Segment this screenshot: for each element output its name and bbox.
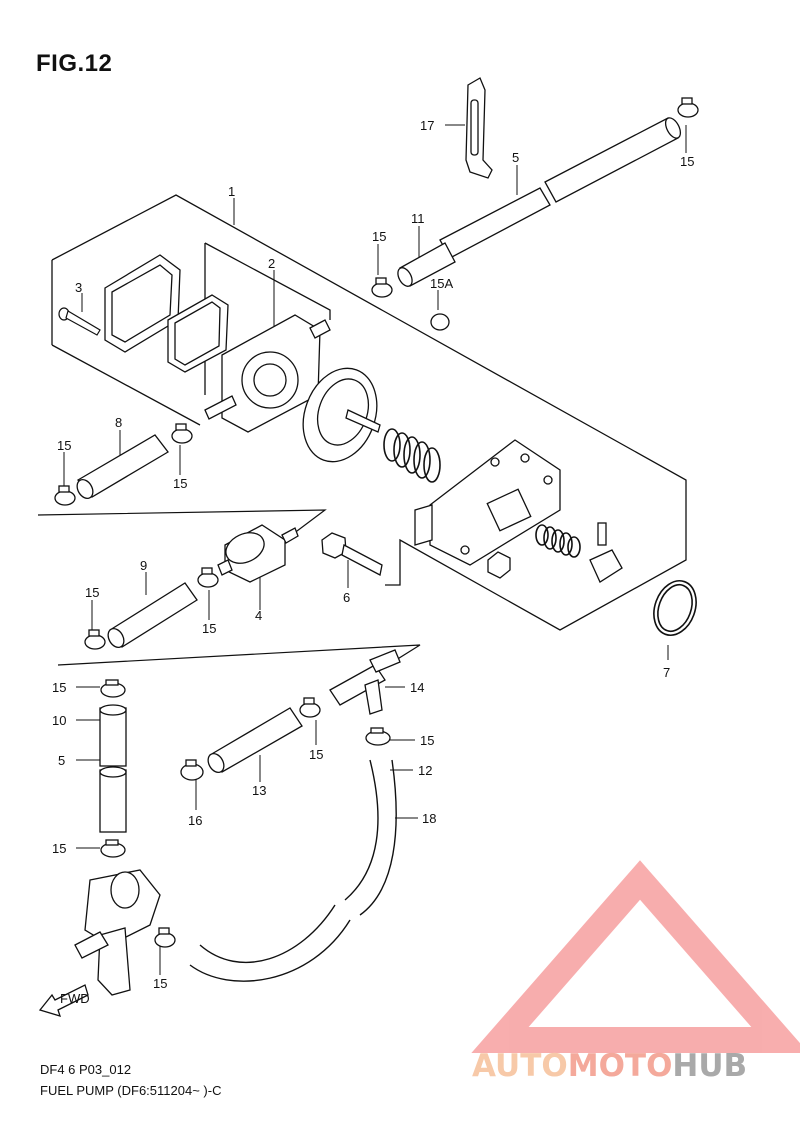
small-spring [535, 524, 581, 558]
part-15a-clip [430, 313, 450, 331]
fwd-label: FWD [60, 991, 90, 1006]
watermark-text: AUTOMOTOHUB [472, 1048, 747, 1084]
pump-cover-plates [104, 254, 229, 373]
part-3-screw [58, 307, 101, 336]
callout-15-j: 15 [420, 733, 434, 748]
fwd-arrow-icon [38, 984, 89, 1017]
part-17-bracket [465, 77, 493, 179]
callout-14: 14 [410, 680, 424, 695]
callout-1: 1 [228, 184, 235, 199]
callout-15a: 15A [430, 276, 453, 291]
callout-15-f: 15 [202, 621, 216, 636]
callout-15-c: 15 [57, 438, 71, 453]
part-12-18-long-hose [189, 759, 397, 982]
part-14-t-joint [329, 649, 401, 715]
callout-9: 9 [140, 558, 147, 573]
figure-title: FIG.12 [36, 50, 113, 77]
part-5-hose-lower [99, 766, 127, 833]
callout-labels: 1 2 3 4 5 5 6 7 8 9 10 11 12 13 14 15 15… [52, 118, 694, 991]
diagram-code: DF4 6 P03_012 [40, 1062, 132, 1077]
pump-body-block [204, 314, 331, 433]
callout-5-upper: 5 [512, 150, 519, 165]
callout-3: 3 [75, 280, 82, 295]
plunger [589, 522, 623, 583]
callout-11: 11 [411, 211, 425, 226]
spring [383, 428, 441, 483]
part-6-bolt [321, 532, 383, 576]
callout-15-h: 15 [52, 841, 66, 856]
callout-15-a: 15 [372, 229, 386, 244]
part-9-hose [107, 582, 198, 648]
callout-8: 8 [115, 415, 122, 430]
callout-18: 18 [422, 811, 436, 826]
callout-4: 4 [255, 608, 262, 623]
watermark-part-3: HUB [672, 1048, 748, 1084]
callout-12: 12 [418, 763, 432, 778]
nut [487, 551, 511, 579]
watermark-part-2: MOTO [567, 1048, 673, 1084]
callout-16: 16 [188, 813, 202, 828]
callout-6: 6 [343, 590, 350, 605]
leader-lines [63, 124, 687, 975]
callout-7: 7 [663, 665, 670, 680]
watermark-logo-icon [471, 860, 800, 1053]
callout-10: 10 [52, 713, 66, 728]
part-7-o-ring [653, 580, 697, 636]
callout-15-i: 15 [309, 747, 323, 762]
diagram-caption: FUEL PUMP (DF6:511204~ )-C [40, 1083, 222, 1098]
callout-15-g: 15 [52, 680, 66, 695]
watermark-part-1: AUTO [472, 1048, 568, 1084]
callout-15-b: 15 [680, 154, 694, 169]
callout-15-d: 15 [173, 476, 187, 491]
part-13-hose [207, 707, 303, 773]
part-5-hose-upper [439, 117, 682, 259]
callout-15-k: 15 [153, 976, 167, 991]
callout-15-e: 15 [85, 585, 99, 600]
part-8-hose [76, 434, 169, 499]
assembly-1-outline [51, 194, 687, 631]
clip-15-icons [54, 97, 699, 948]
callout-5-lower: 5 [58, 753, 65, 768]
callout-13: 13 [252, 783, 266, 798]
diaphragm [302, 367, 381, 463]
part-11-pipe [397, 242, 456, 287]
callout-2: 2 [268, 256, 275, 271]
fuel-tap-fitting [74, 869, 161, 996]
pump-cover-housing [414, 439, 561, 566]
part-4-filter [217, 524, 299, 583]
part-10-hose [99, 704, 127, 767]
callout-17: 17 [420, 118, 434, 133]
